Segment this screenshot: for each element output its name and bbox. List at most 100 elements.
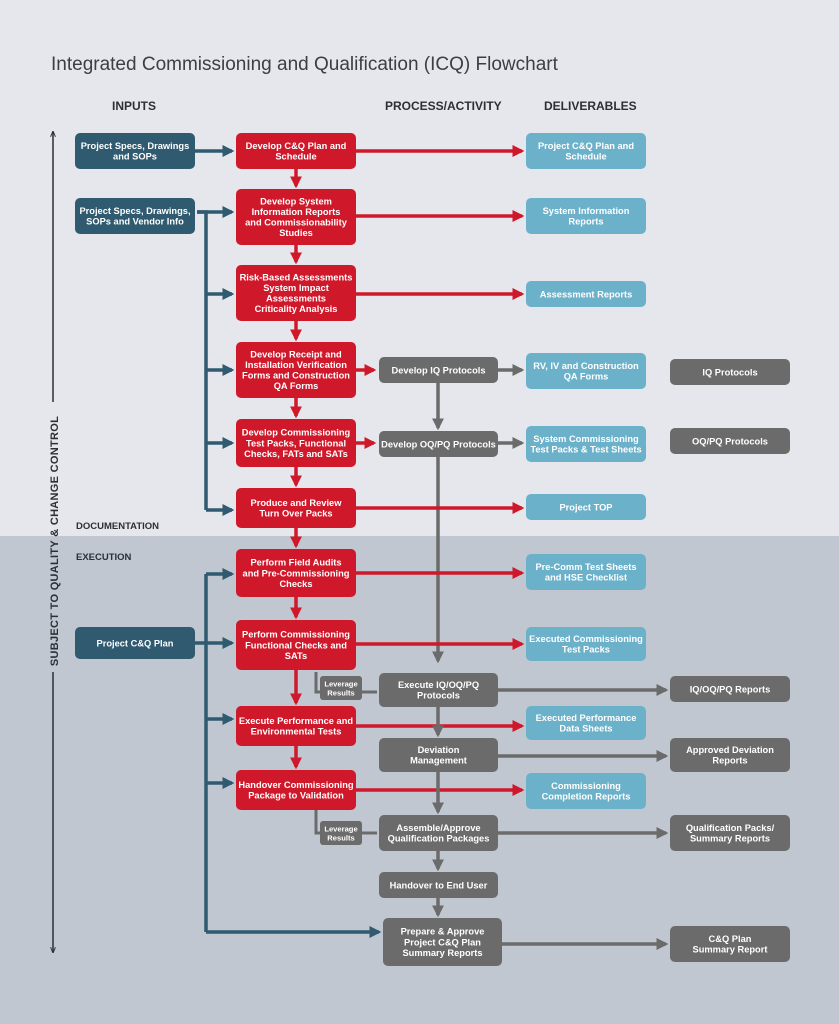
- box-text-line: Schedule: [275, 152, 316, 162]
- qualification-output-box-label: IQ/OQ/PQ Reports: [690, 684, 771, 694]
- qualification-output-box-bg: [670, 676, 790, 702]
- box-text-line: Assessments: [266, 294, 326, 304]
- protocol-box-g6: Handover to End User: [379, 872, 498, 898]
- box-text-line: Criticality Analysis: [255, 304, 338, 314]
- box-text-line: IQ Protocols: [702, 367, 757, 377]
- box-text-line: Handover to End User: [390, 880, 488, 890]
- box-text-line: Execute IQ/OQ/PQ: [398, 680, 479, 690]
- qualification-output-box-o5: Qualification Packs/Summary Reports: [670, 815, 790, 851]
- protocol-box-bg: [379, 673, 498, 707]
- protocol-box-bg: [383, 918, 502, 966]
- box-text-line: Pre-Comm Test Sheets: [535, 562, 636, 572]
- deliverable-box-label: Project TOP: [559, 502, 612, 512]
- protocol-box-g1: Develop IQ Protocols: [379, 357, 498, 383]
- box-text-line: System Impact: [263, 283, 329, 293]
- deliverables-header: DELIVERABLES: [544, 99, 637, 113]
- box-text-line: Approved Deviation: [686, 745, 774, 755]
- box-text-line: Handover Commissioning: [238, 780, 354, 790]
- protocol-box-bg: [379, 872, 498, 898]
- box-text-line: Project TOP: [559, 502, 612, 512]
- box-text-line: IQ/OQ/PQ Reports: [690, 684, 771, 694]
- box-text-line: Execute Performance and: [239, 716, 354, 726]
- box-text-line: Project Specs, Drawings: [81, 141, 190, 151]
- box-text-line: C&Q Plan: [709, 934, 752, 944]
- deliverable-box-bg: [526, 554, 646, 590]
- box-text-line: Produce and Review: [251, 498, 343, 508]
- box-text-line: Checks: [279, 579, 312, 589]
- qualification-output-box-bg: [670, 428, 790, 454]
- process-box-bg: [236, 620, 356, 670]
- qualification-output-box-label: OQ/PQ Protocols: [692, 436, 768, 446]
- box-text-line: Data Sheets: [559, 724, 612, 734]
- box-text-line: Reports: [568, 217, 603, 227]
- box-text-line: Executed Performance: [536, 713, 637, 723]
- box-text-line: Leverage: [324, 824, 357, 833]
- box-text-line: and Commissionability: [245, 218, 348, 228]
- box-text-line: Test Packs, Functional: [246, 438, 346, 448]
- box-text-line: Reports: [712, 756, 747, 766]
- deliverable-box-bg: [526, 198, 646, 234]
- documentation-label: DOCUMENTATION: [76, 521, 159, 532]
- box-text-line: Develop Commissioning: [242, 428, 351, 438]
- protocol-box-bg: [379, 357, 498, 383]
- deliverable-box-bg: [526, 706, 646, 740]
- box-text-line: Management: [410, 756, 467, 766]
- box-text-line: Commissioning: [551, 781, 621, 791]
- box-text-line: SATs: [285, 651, 307, 661]
- deliverable-box-bg: [526, 773, 646, 809]
- box-text-line: Summary Reports: [402, 948, 482, 958]
- protocol-box-label: Develop OQ/PQ Protocols: [381, 439, 496, 449]
- page-title: Integrated Commissioning and Qualificati…: [51, 54, 559, 75]
- box-text-line: Develop System: [260, 196, 332, 206]
- box-text-line: and SOPs: [113, 152, 157, 162]
- box-text-line: Summary Report: [693, 945, 768, 955]
- qualification-output-box-o3: IQ/OQ/PQ Reports: [670, 676, 790, 702]
- box-text-line: Project Specs, Drawings,: [79, 206, 190, 216]
- box-text-line: Qualification Packs/: [686, 823, 775, 833]
- process-box-bg: [236, 706, 356, 746]
- deliverable-box-bg: [526, 426, 646, 462]
- box-text-line: Schedule: [565, 152, 606, 162]
- box-text-line: System Commissioning: [533, 434, 639, 444]
- box-text-line: Develop IQ Protocols: [391, 365, 485, 375]
- protocol-box-g2: Develop OQ/PQ Protocols: [379, 431, 498, 457]
- box-text-line: Assemble/Approve: [396, 823, 480, 833]
- box-text-line: Develop OQ/PQ Protocols: [381, 439, 496, 449]
- box-text-line: QA Forms: [564, 372, 609, 382]
- box-text-line: Develop Receipt and: [250, 349, 342, 359]
- input-box-in2: Project Specs, Drawings,SOPs and Vendor …: [75, 198, 195, 234]
- box-text-line: Project C&Q Plan and: [538, 141, 634, 151]
